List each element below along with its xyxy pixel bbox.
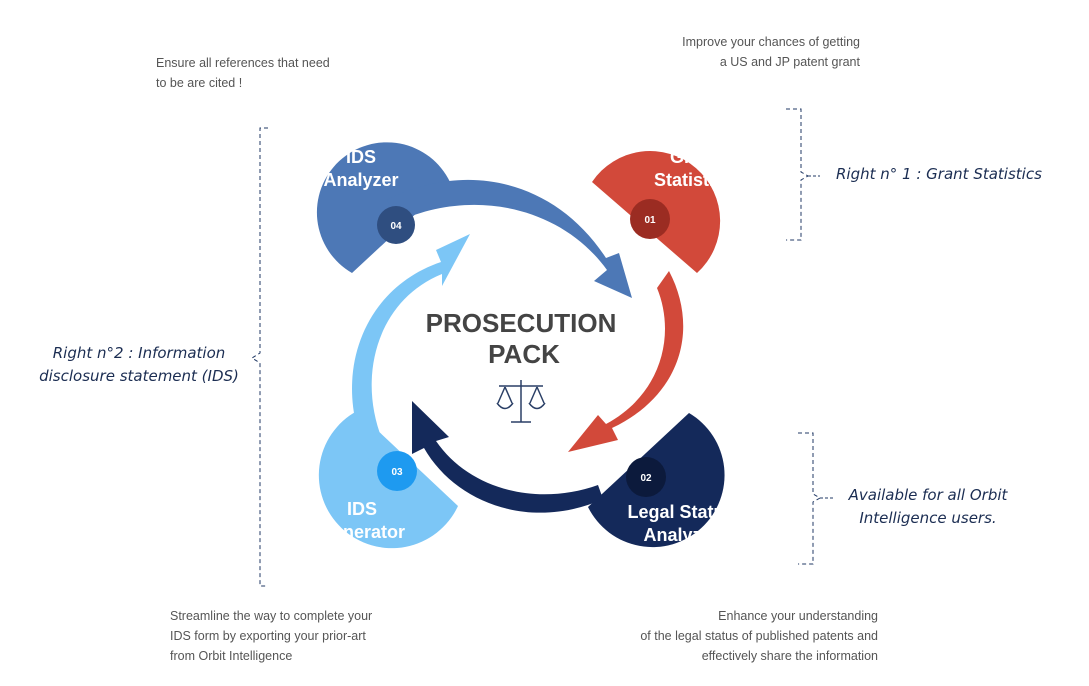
bracket-right-top: [783, 106, 823, 244]
center-title-line2: PACK: [488, 339, 560, 369]
ids-analyzer-description: Ensure all references that need to be ar…: [156, 53, 330, 93]
badge-03-text: 03: [391, 467, 403, 478]
scales-icon: [497, 380, 545, 422]
legal-status-title-line1: Legal Status: [627, 502, 734, 522]
availability-note: Available for all Orbit Intelligence use…: [838, 484, 1018, 530]
grant-statistics-title-line1: Grant: [670, 147, 718, 167]
right-1-note: Right n° 1 : Grant Statistics: [836, 163, 1042, 186]
ids-generator-title-line2: Generator: [319, 522, 405, 542]
ids-analyzer-title-line1: IDS: [346, 147, 376, 167]
grant-statistics-title-line2: Statistics: [654, 170, 734, 190]
center-title-line1: PROSECUTION: [426, 308, 617, 338]
badge-04-text: 04: [390, 221, 402, 232]
badge-01-text: 01: [644, 215, 656, 226]
bracket-left: [250, 125, 272, 590]
badge-02-text: 02: [640, 473, 652, 484]
bracket-right-bottom: [795, 430, 839, 568]
ids-generator-title-line1: IDS: [347, 499, 377, 519]
ids-generator-description: Streamline the way to complete your IDS …: [170, 606, 372, 666]
legal-status-description: Enhance your understanding of the legal …: [640, 606, 878, 666]
grant-statistics-description: Improve your chances of getting a US and…: [682, 32, 860, 72]
legal-status-title-line2: Analyzer: [643, 525, 718, 545]
right-2-note: Right n°2 : Information disclosure state…: [39, 342, 239, 388]
arrow-ids-generator-to-analyzer: [352, 234, 470, 461]
arrow-grant-to-legal: [568, 271, 683, 452]
ids-analyzer-title-line2: Analyzer: [323, 170, 398, 190]
